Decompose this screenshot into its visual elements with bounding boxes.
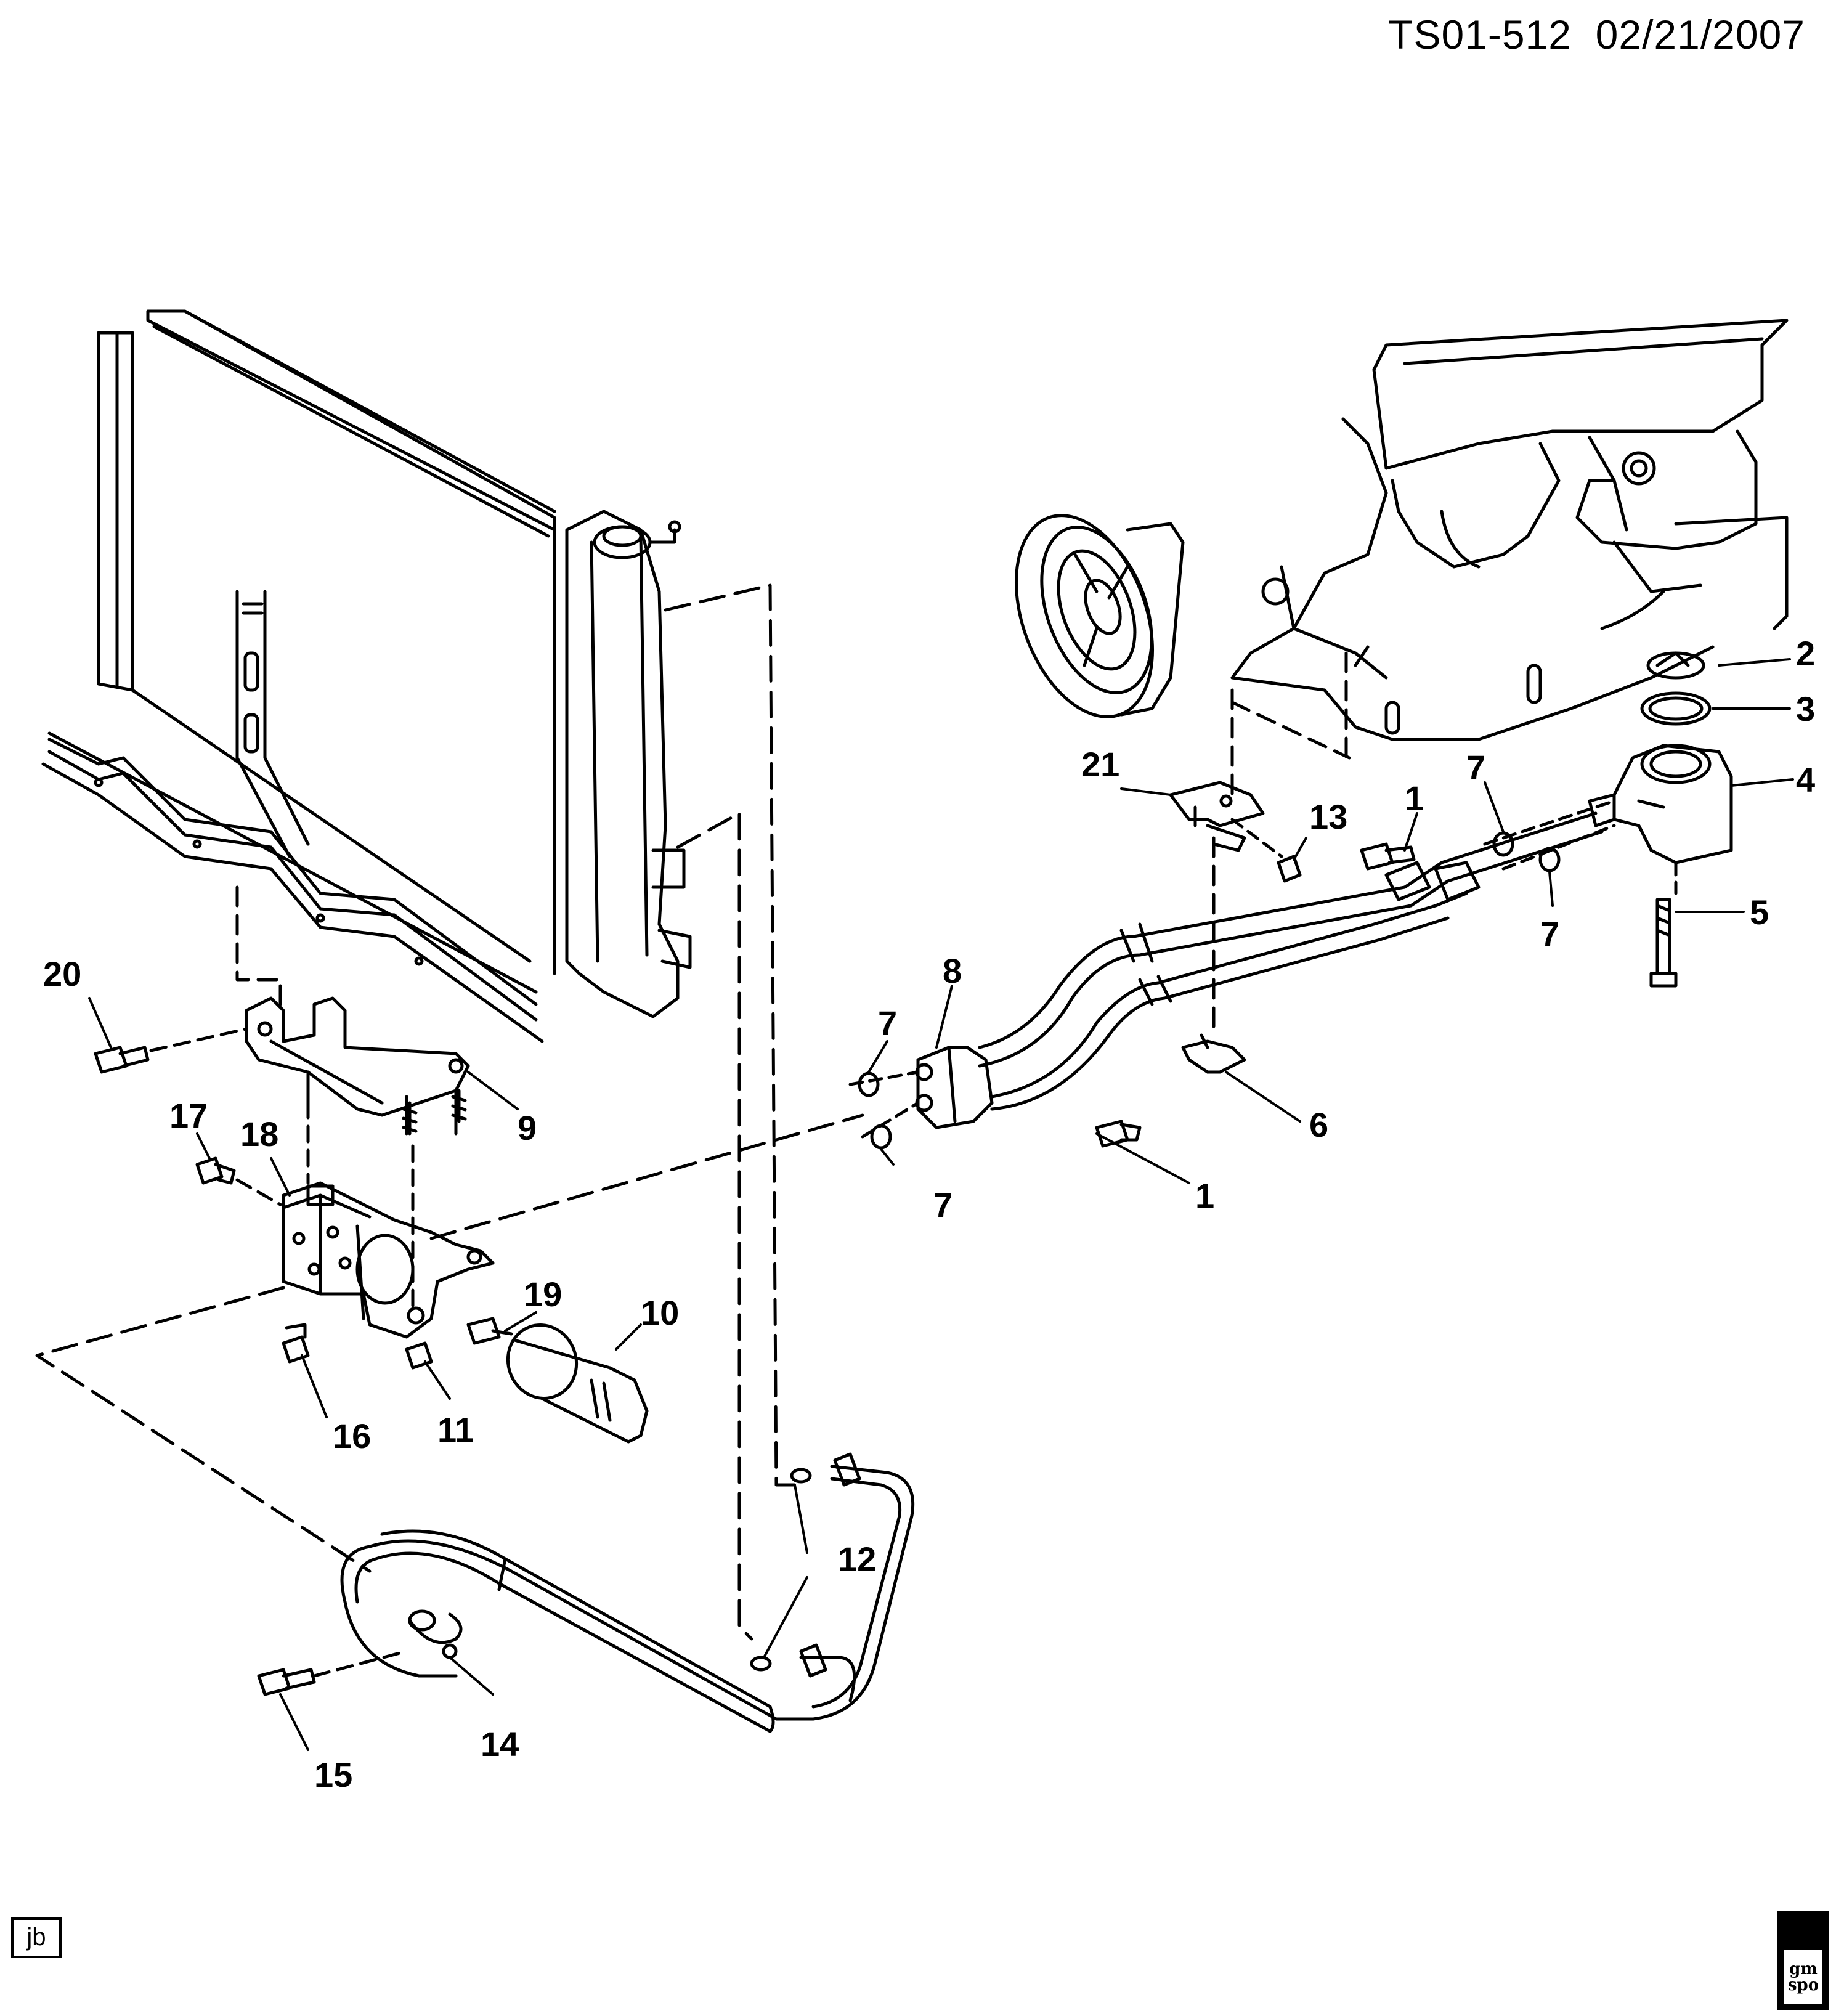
callout-16: 16 (333, 1416, 371, 1455)
seal-ring-12a (790, 1468, 812, 1484)
callout-20: 20 (43, 954, 81, 993)
fitting-19 (466, 1317, 513, 1345)
callout-17: 17 (169, 1096, 208, 1135)
callout-1a: 1 (1405, 779, 1424, 818)
callout-7b: 7 (933, 1185, 953, 1224)
nut-13 (1277, 855, 1302, 883)
dashed-leader-radiator-lower (676, 811, 753, 1641)
lower-oil-lines (340, 1452, 915, 1733)
bolt-20 (94, 1046, 150, 1074)
bolt-1-lower (1095, 1120, 1142, 1148)
footer-tag: jb (11, 1917, 62, 1958)
callout-5: 5 (1750, 893, 1769, 932)
bolt-1-upper (1360, 842, 1416, 871)
crankshaft-pulley (1014, 514, 1185, 718)
engine-block (1230, 319, 1789, 741)
bolt-15 (257, 1668, 316, 1696)
bolt-5 (1649, 898, 1678, 988)
oil-filter-adapter (282, 1181, 495, 1339)
drawing-header: TS01-512 02/21/2007 (1388, 11, 1805, 58)
gm-spo-logo-inner: gm spo (1784, 1950, 1822, 2004)
drawing-id: TS01-512 (1388, 12, 1572, 57)
callout-1b: 1 (1195, 1176, 1214, 1215)
connector-block-8 (915, 1046, 994, 1129)
callout-7a: 7 (878, 1004, 897, 1043)
callout-15: 15 (314, 1755, 352, 1794)
drawing-date: 02/21/2007 (1595, 12, 1805, 57)
callout-13: 13 (1309, 797, 1347, 836)
callout-labels: 1 1 2 3 4 5 6 7 7 7 7 8 9 10 11 12 13 14… (43, 634, 1815, 1794)
seal-ring-12b (750, 1656, 772, 1672)
callout-21: 21 (1081, 745, 1119, 784)
callout-18: 18 (240, 1115, 278, 1153)
logo-line-1: gm (1789, 1960, 1818, 1978)
callout-8: 8 (943, 951, 962, 990)
callout-10: 10 (641, 1293, 679, 1332)
logo-line-2: spo (1787, 1976, 1819, 1994)
callout-2: 2 (1796, 634, 1815, 673)
callout-11: 11 (437, 1410, 474, 1449)
callout-19: 19 (524, 1275, 562, 1314)
footer-tag-text: jb (26, 1924, 46, 1951)
radiator (41, 309, 692, 1043)
callout-7d: 7 (1540, 914, 1559, 953)
callout-9: 9 (518, 1108, 537, 1147)
callout-12: 12 (838, 1540, 876, 1579)
callout-7c: 7 (1466, 748, 1485, 787)
dashed-leader-radiator (664, 583, 797, 1487)
callout-4: 4 (1796, 760, 1815, 799)
bolt-17 (195, 1156, 236, 1185)
callout-3: 3 (1796, 689, 1815, 728)
nut-11 (405, 1341, 433, 1370)
fitting-16 (282, 1323, 310, 1364)
seal-7-upper (858, 1071, 880, 1097)
engine-oil-adapter (1588, 651, 1733, 864)
bracket-21 (1169, 781, 1265, 852)
callout-6: 6 (1309, 1105, 1328, 1144)
seal-7-lower (870, 1124, 892, 1150)
upper-oil-lines (978, 811, 1604, 1111)
callout-leaders (88, 658, 1794, 1751)
clip-6 (1181, 1033, 1246, 1074)
oil-filter (506, 1323, 649, 1444)
gm-spo-logo: gm spo (1777, 1911, 1829, 2010)
callout-14: 14 (481, 1725, 519, 1763)
mounting-bracket (245, 996, 470, 1136)
